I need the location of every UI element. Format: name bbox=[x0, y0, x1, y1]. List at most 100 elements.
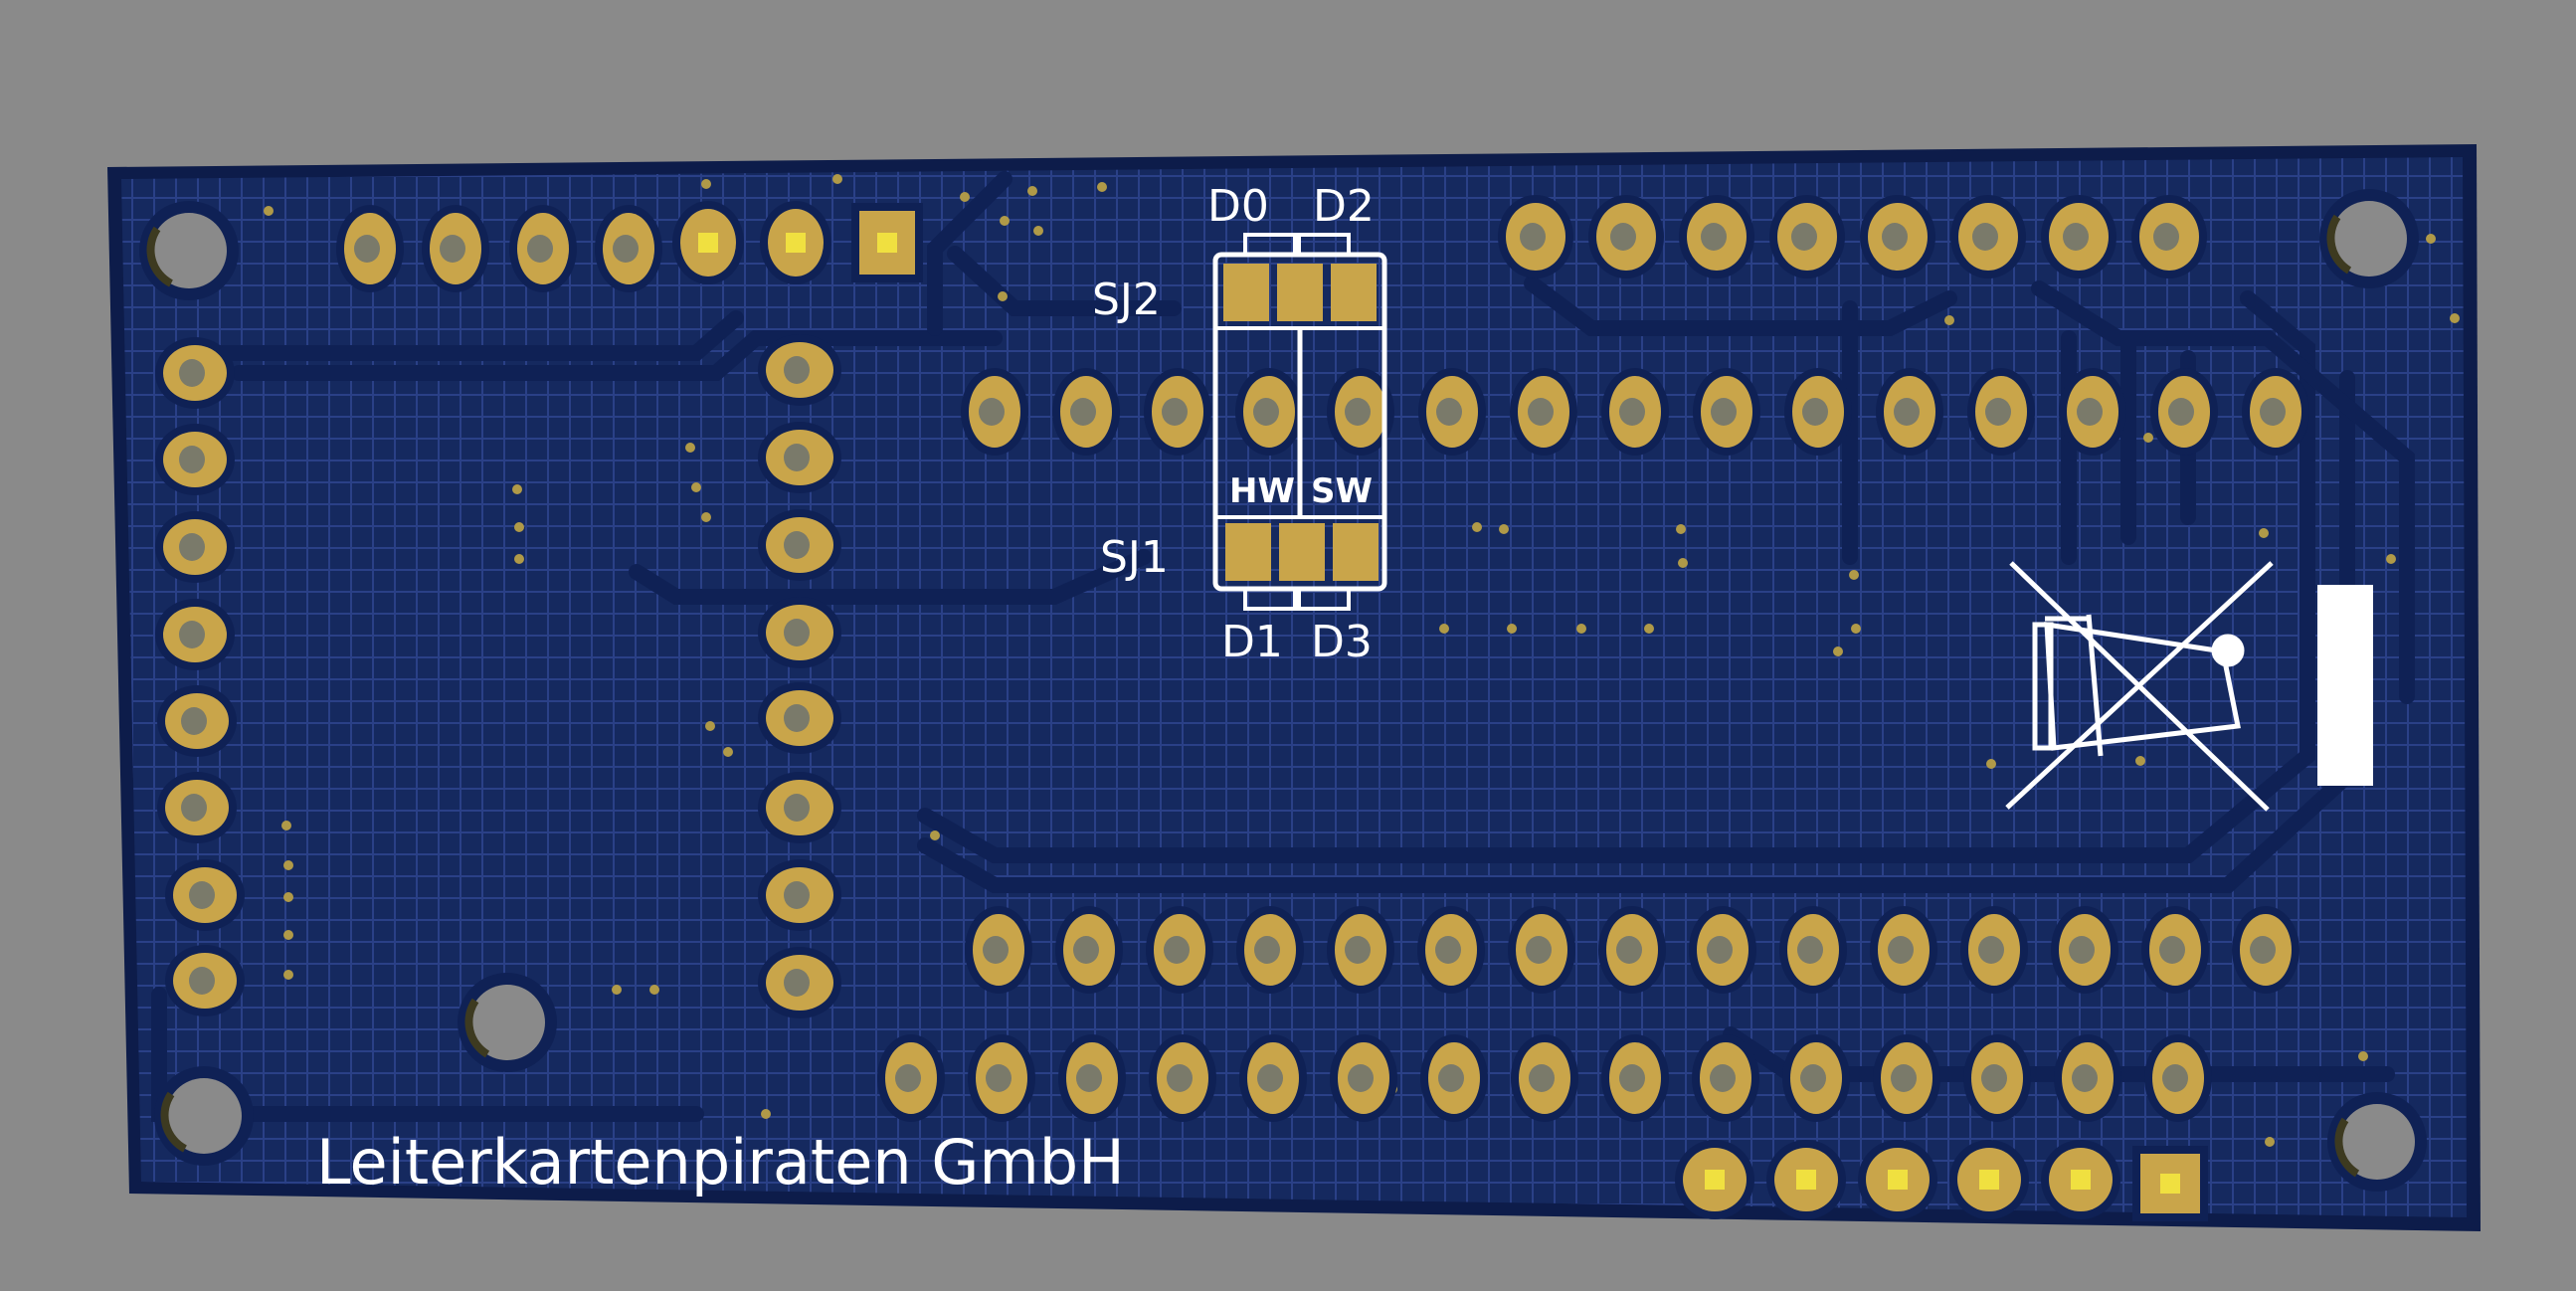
oval-pad bbox=[1149, 1034, 1216, 1122]
oval-pad bbox=[2144, 1034, 2212, 1122]
oval-pad bbox=[2232, 906, 2300, 994]
sj1-pads bbox=[1225, 523, 1379, 581]
oval-pad bbox=[155, 599, 235, 670]
oval-pad bbox=[1510, 368, 1577, 456]
oval-pad bbox=[758, 859, 841, 931]
oval-pad bbox=[1858, 1140, 1937, 1219]
oval-pad bbox=[758, 597, 841, 668]
oval-pad bbox=[2051, 906, 2118, 994]
vias bbox=[264, 174, 2460, 1147]
oval-pad bbox=[1236, 906, 1304, 994]
mounting-holes bbox=[139, 189, 2427, 1192]
oval-pad bbox=[1058, 1034, 1126, 1122]
oval-pad bbox=[672, 201, 744, 284]
oval-pad bbox=[1870, 906, 1937, 994]
oval-pad bbox=[1601, 368, 1669, 456]
oval-pad bbox=[1601, 1034, 1669, 1122]
oval-pad bbox=[1949, 1140, 2029, 1219]
header-pads bbox=[155, 195, 2309, 1221]
oval-pad bbox=[1692, 1034, 1759, 1122]
oval-pad bbox=[165, 859, 245, 931]
label-sj1: SJ1 bbox=[1100, 532, 1169, 583]
oval-pad bbox=[758, 772, 841, 843]
company-label: Leiterkartenpiraten GmbH bbox=[316, 1126, 1125, 1199]
silk-marker-bar bbox=[2317, 585, 2373, 786]
oval-pad bbox=[877, 1034, 945, 1122]
oval-pad bbox=[157, 685, 237, 757]
oval-pad bbox=[1146, 906, 1213, 994]
oval-pad bbox=[155, 337, 235, 409]
oval-pad bbox=[1417, 906, 1485, 994]
oval-pad bbox=[1598, 906, 1666, 994]
oval-pad bbox=[165, 945, 245, 1016]
oval-pad bbox=[1327, 906, 1394, 994]
oval-pad bbox=[1508, 906, 1575, 994]
label-hw: HW bbox=[1229, 471, 1295, 511]
oval-pad bbox=[1950, 195, 2026, 278]
oval-pad bbox=[1967, 368, 2035, 456]
label-sj2: SJ2 bbox=[1092, 275, 1161, 325]
oval-pad bbox=[1679, 195, 1754, 278]
oval-pad bbox=[758, 509, 841, 581]
label-d2: D2 bbox=[1313, 181, 1375, 232]
oval-pad bbox=[2054, 1034, 2121, 1122]
oval-pad bbox=[1239, 1034, 1307, 1122]
square-pad bbox=[2132, 1146, 2208, 1221]
sj2-pads bbox=[1223, 264, 1377, 321]
oval-pad bbox=[2141, 906, 2209, 994]
oval-pad bbox=[2041, 1140, 2120, 1219]
oval-pad bbox=[1766, 1140, 1846, 1219]
oval-pad bbox=[758, 682, 841, 754]
oval-pad bbox=[1511, 1034, 1578, 1122]
oval-pad bbox=[1675, 1140, 1754, 1219]
oval-pad bbox=[1588, 195, 1664, 278]
oval-pad bbox=[2131, 195, 2207, 278]
oval-pad bbox=[1873, 1034, 1940, 1122]
oval-pad bbox=[1876, 368, 1943, 456]
oval-pad bbox=[1782, 1034, 1850, 1122]
oval-pad bbox=[1235, 368, 1303, 456]
oval-pad bbox=[336, 205, 404, 292]
oval-pad bbox=[758, 422, 841, 493]
oval-pad bbox=[595, 205, 662, 292]
oval-pad bbox=[1144, 368, 1211, 456]
oval-pad bbox=[1784, 368, 1852, 456]
oval-pad bbox=[1498, 195, 1573, 278]
oval-pad bbox=[758, 334, 841, 406]
oval-pad bbox=[2150, 368, 2218, 456]
oval-pad bbox=[1052, 368, 1120, 456]
oval-pad bbox=[2059, 368, 2126, 456]
oval-pad bbox=[422, 205, 489, 292]
oval-pad bbox=[1963, 1034, 2031, 1122]
oval-pad bbox=[157, 772, 237, 843]
label-d1: D1 bbox=[1221, 617, 1283, 667]
oval-pad bbox=[1330, 1034, 1397, 1122]
oval-pad bbox=[968, 1034, 1035, 1122]
oval-pad bbox=[1689, 906, 1756, 994]
oval-pad bbox=[1960, 906, 2028, 994]
oval-pad bbox=[155, 511, 235, 583]
square-pad bbox=[851, 203, 923, 282]
oval-pad bbox=[758, 947, 841, 1018]
silkscreen-labels: D0 D2 SJ2 HW SW SJ1 D1 D3 Leiterkartenpi… bbox=[316, 181, 1375, 1199]
solder-jumpers bbox=[1212, 233, 1387, 611]
oval-pad bbox=[1860, 195, 1935, 278]
oval-pad bbox=[1693, 368, 1760, 456]
oval-pad bbox=[1769, 195, 1845, 278]
oval-pad bbox=[1779, 906, 1847, 994]
oval-pad bbox=[1055, 906, 1123, 994]
oval-pad bbox=[1418, 368, 1486, 456]
oval-pad bbox=[2041, 195, 2116, 278]
oval-pad bbox=[1420, 1034, 1488, 1122]
oval-pad bbox=[155, 424, 235, 495]
oval-pad bbox=[2242, 368, 2309, 456]
label-d3: D3 bbox=[1311, 617, 1373, 667]
oval-pad bbox=[509, 205, 577, 292]
oval-pad bbox=[965, 906, 1032, 994]
oval-pad bbox=[961, 368, 1028, 456]
label-d0: D0 bbox=[1207, 181, 1269, 232]
oval-pad bbox=[760, 201, 831, 284]
oval-pad bbox=[1327, 368, 1394, 456]
